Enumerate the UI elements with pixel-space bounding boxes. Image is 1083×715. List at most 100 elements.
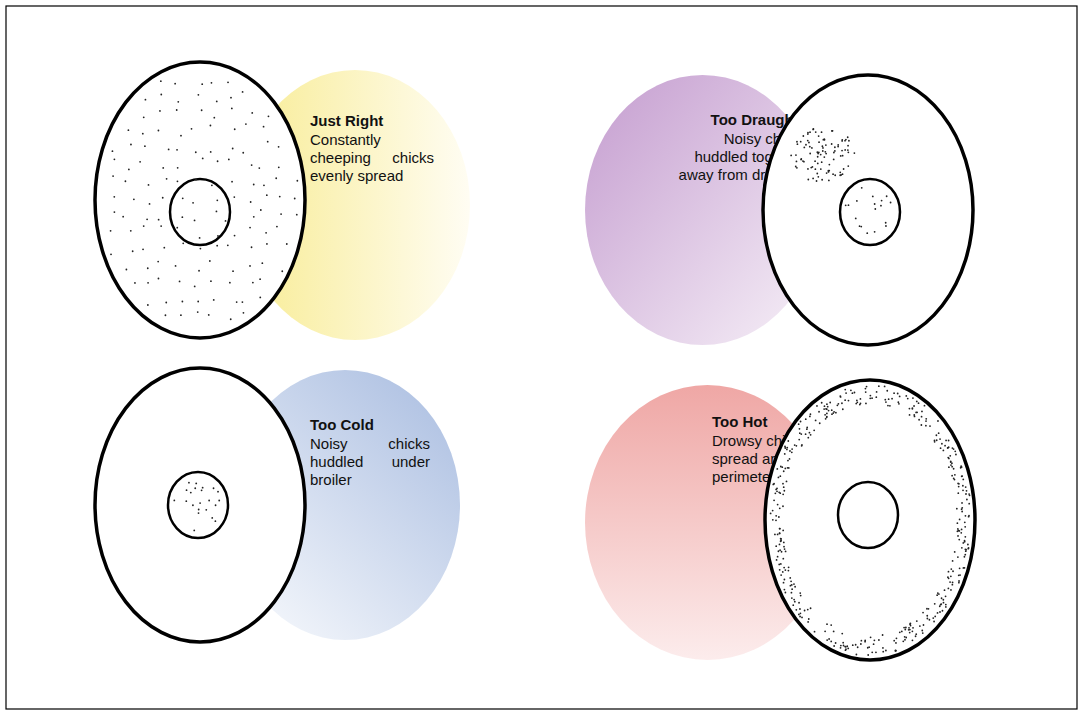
chick-dot	[194, 220, 196, 222]
chick-dot	[818, 135, 820, 137]
chick-dot	[840, 645, 842, 647]
chick-dot	[779, 507, 781, 509]
chick-dot	[965, 515, 967, 517]
chick-dot	[965, 549, 967, 551]
chick-dot	[800, 159, 802, 161]
chick-dot	[796, 161, 798, 163]
chick-dot	[951, 462, 953, 464]
chick-dot	[952, 570, 954, 572]
chick-dot	[847, 165, 849, 167]
chick-dot	[799, 608, 801, 610]
chick-dot	[940, 604, 942, 606]
chick-dot	[829, 402, 831, 404]
chick-dot	[825, 144, 827, 146]
chick-dot	[166, 178, 168, 180]
chick-dot	[885, 222, 887, 224]
chick-dot	[209, 260, 211, 262]
chick-dot	[792, 604, 794, 606]
chick-dot	[966, 499, 968, 501]
chick-dot	[945, 606, 947, 608]
chick-dot	[925, 418, 927, 420]
chick-dot	[794, 444, 796, 446]
chick-dot	[779, 569, 781, 571]
chick-dot	[860, 226, 862, 228]
chick-dot	[217, 235, 219, 237]
chick-dot	[816, 173, 818, 175]
chick-dot	[234, 128, 236, 130]
chick-dot	[112, 175, 114, 177]
chick-dot	[951, 475, 953, 477]
chick-dot	[822, 150, 824, 152]
chick-dot	[801, 617, 803, 619]
chick-dot	[961, 547, 963, 549]
chick-dot	[884, 399, 886, 401]
heater	[168, 472, 228, 538]
chick-dot	[967, 544, 969, 546]
condition-panel: Too HotDrowsy chicks spread around perim…	[585, 385, 830, 660]
chick-dot	[860, 640, 862, 642]
chick-dot	[918, 419, 920, 421]
chick-dot	[964, 526, 966, 528]
chick-dot	[874, 203, 876, 205]
chick-dot	[959, 574, 961, 576]
chick-dot	[915, 633, 917, 635]
chick-dot	[143, 225, 145, 227]
chick-dot	[889, 405, 891, 407]
chick-dot	[218, 500, 220, 502]
chick-dot	[964, 521, 966, 523]
chick-dot	[882, 647, 884, 649]
chick-dot	[807, 168, 809, 170]
chick-dot	[776, 490, 778, 492]
chick-dot	[139, 161, 141, 163]
chick-dot	[840, 174, 842, 176]
chick-dot	[191, 128, 193, 130]
chick-dot	[937, 612, 939, 614]
chick-dot	[194, 487, 196, 489]
chick-dot	[886, 195, 888, 197]
chick-dot	[947, 447, 949, 449]
chick-dot	[809, 153, 811, 155]
chick-dot	[110, 230, 112, 232]
chick-dot	[784, 446, 786, 448]
chick-dot	[940, 447, 942, 449]
chick-dot	[831, 143, 833, 145]
chick-dot	[911, 408, 913, 410]
chick-dot	[828, 410, 830, 412]
chick-dot	[780, 538, 782, 540]
chick-dot	[148, 184, 150, 186]
panel-heading: Just Right	[310, 112, 434, 130]
chick-dot	[866, 386, 868, 388]
chick-dot	[943, 602, 945, 604]
chick-dot	[895, 650, 897, 652]
chick-dot	[847, 648, 849, 650]
chick-dot	[778, 477, 780, 479]
chick-dot	[180, 135, 182, 137]
chick-dot	[158, 219, 160, 221]
chick-dot	[217, 160, 219, 162]
chick-dot	[810, 167, 812, 169]
chick-dot	[957, 535, 959, 537]
chick-dot	[922, 632, 924, 634]
chick-dot	[909, 629, 911, 631]
chick-dot	[259, 278, 261, 280]
chick-dot	[782, 493, 784, 495]
chick-dot	[216, 245, 218, 247]
chick-dot	[236, 301, 238, 303]
chick-dot	[201, 489, 203, 491]
chick-dot	[860, 643, 862, 645]
chick-dot	[945, 439, 947, 441]
panel-description: Noisy chicks huddled together away from …	[675, 130, 807, 184]
chick-dot	[146, 218, 148, 220]
chick-dot	[831, 409, 833, 411]
chick-dot	[772, 519, 774, 521]
chick-dot	[907, 398, 909, 400]
chick-dot	[783, 567, 785, 569]
chick-dot	[961, 475, 963, 477]
chick-dot	[958, 574, 960, 576]
chick-dot	[950, 461, 952, 463]
chick-dot	[260, 209, 262, 211]
frame	[6, 6, 1077, 709]
chick-dot	[859, 404, 861, 406]
chick-dot	[807, 621, 809, 623]
chick-dot	[176, 109, 178, 111]
